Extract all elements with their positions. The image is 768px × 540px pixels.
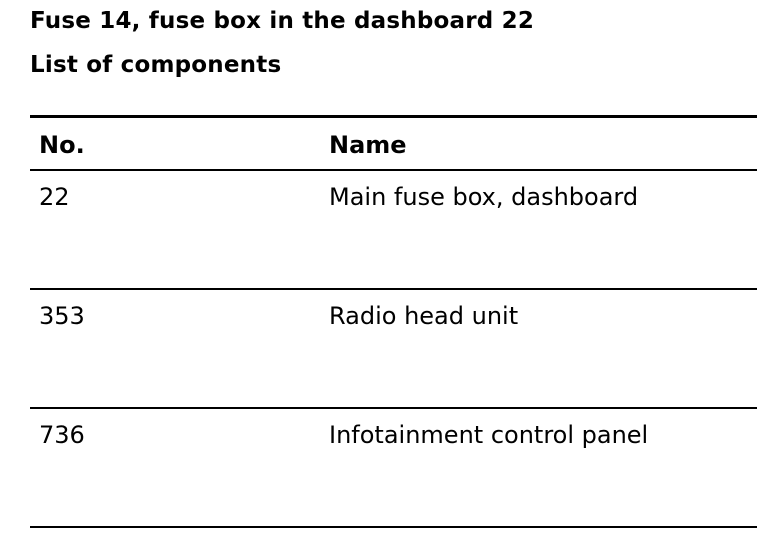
- document-title: Fuse 14, fuse box in the dashboard 22: [30, 8, 535, 34]
- column-header-name: Name: [329, 131, 407, 159]
- table-row-rule: [30, 288, 757, 290]
- document-subtitle: List of components: [30, 52, 282, 78]
- components-table: No. Name 22 Main fuse box, dashboard 353…: [30, 115, 757, 528]
- table-row: 736 Infotainment control panel: [30, 409, 757, 526]
- table-row: 22 Main fuse box, dashboard: [30, 171, 757, 288]
- component-name: Infotainment control panel: [329, 421, 649, 449]
- component-name: Radio head unit: [329, 302, 519, 330]
- table-row: 353 Radio head unit: [30, 290, 757, 407]
- component-name: Main fuse box, dashboard: [329, 183, 639, 211]
- table-row-rule: [30, 407, 757, 409]
- component-number: 353: [39, 302, 85, 330]
- table-header-rule: [30, 169, 757, 171]
- column-header-no: No.: [39, 131, 85, 159]
- table-bottom-rule: [30, 526, 757, 528]
- component-number: 22: [39, 183, 70, 211]
- component-number: 736: [39, 421, 85, 449]
- table-header-row: No. Name: [30, 118, 757, 169]
- table-top-rule: [30, 115, 757, 118]
